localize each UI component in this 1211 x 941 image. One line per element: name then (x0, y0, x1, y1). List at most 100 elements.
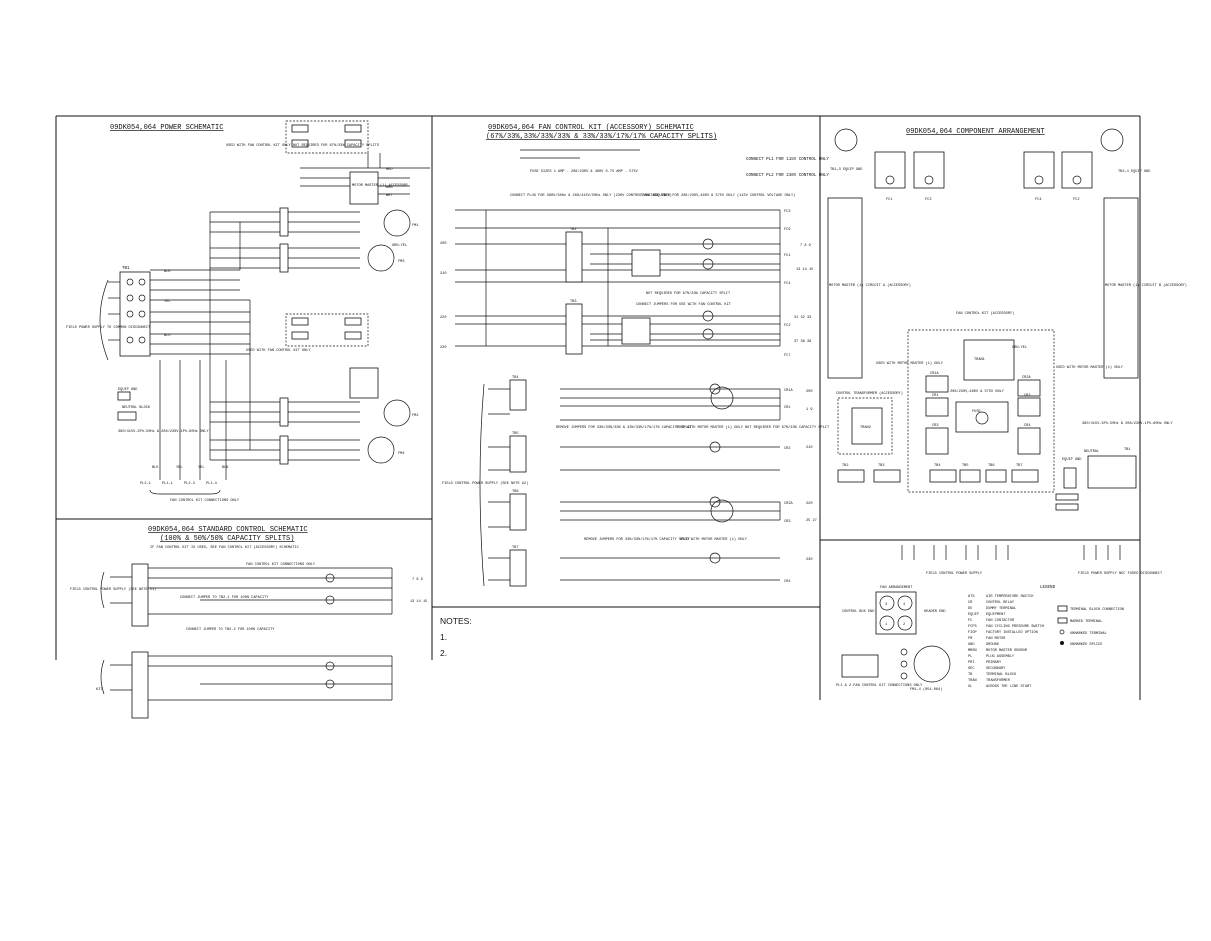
connect-pl1: CONNECT PL1 FOR 115V CONTROL ONLY (746, 158, 829, 162)
standard-kit: KIT (96, 688, 103, 692)
fan-num-2: 4 (903, 603, 905, 607)
cr-comp-4: CR2 (1024, 394, 1030, 398)
legend-sym-3: UNMARKED TERMINAL (1070, 632, 1107, 636)
power-connections-label: FAN CONTROL KIT CONNECTIONS ONLY (170, 499, 240, 503)
fc-label-2: FC9 (784, 228, 790, 232)
tb2-equip: TB2,4 EQUIP GND (1118, 170, 1150, 174)
fan-num-4: 2 (903, 623, 905, 627)
lower-num-1: 200 (806, 390, 812, 394)
tran1-note: TRAN1 REQUIRED FOR 208/230V,460V & 575V … (640, 193, 795, 198)
fan-kit-schematic: 09DK054,064 FAN CONTROL KIT (ACCESSORY) … (440, 124, 830, 587)
used-mm-a: USED WITH MOTOR MASTER (1) ONLY (876, 361, 944, 366)
fan-kit-tb7: TB7 (512, 546, 518, 550)
fan-num-3: 1 (885, 623, 887, 627)
power-schematic: 09DK054,064 POWER SCHEMATIC USED WITH FA… (66, 120, 430, 503)
fan-kit-tb3: TB3 (570, 300, 576, 304)
connect-plug-note: CONNECT PLUG FOR 380V/50Hz & 208/415V/50… (510, 193, 672, 198)
power-neutral: NEUTRAL BLOCK (122, 406, 151, 410)
notes-panel: NOTES: 1. 2. (440, 616, 810, 658)
legend-abbr-7: FM (968, 637, 972, 641)
fuse-sizes: FUSE SIZES 1 AMP - 208/230V & 460V 0.75 … (530, 169, 639, 174)
lower-num-3: 210 (806, 446, 812, 450)
connect-pl2: CONNECT PL2 FOR 230V CONTROL ONLY (746, 174, 829, 178)
wire-label-red: RED (386, 168, 392, 172)
standard-row-2: 13 14 15 (410, 600, 427, 604)
legend-def-3: EQUIPMENT (986, 613, 1006, 617)
legend-list: ATS AIR TEMPERATURE SWITCH CR CONTROL RE… (968, 595, 1044, 689)
legend-title: LEGEND (1040, 586, 1056, 590)
legend-abbr-11: PRI (968, 661, 974, 665)
tb-comp-6: TB7 (1016, 464, 1022, 468)
tb1-label: TB1 (122, 267, 130, 271)
connect-jumpers: CONNECT JUMPERS FOR USE WITH FAN CONTROL… (636, 303, 732, 307)
right-num-1: 7 8 9 (800, 244, 811, 248)
fc-comp-3: FC4 (1035, 198, 1041, 202)
cr-label-3: CR2 (784, 447, 790, 451)
notes-heading: NOTES: (440, 616, 472, 626)
tb-comp-1: TB2 (842, 464, 848, 468)
bottom-wire-3: YEL (198, 466, 204, 470)
used-mm-b: USED WITH MOTOR MASTER (1) ONLY (1056, 365, 1124, 370)
wire-label-grn-yel: GRN-YEL (392, 244, 407, 248)
ctrl-xfmr: CONTROL TRANSFORMER (ACCESSORY) (836, 391, 903, 396)
field-ctrl-comp: FIELD CONTROL POWER SUPPLY (926, 572, 983, 576)
cr-comp-3: CR1 (932, 394, 938, 398)
legend-abbr-3: EQUIP (968, 613, 979, 617)
cr-label-2: CR1 (784, 406, 790, 410)
tb1-equip: TB1,3 EQUIP GND (830, 168, 862, 172)
wire-label-blu: BLU (164, 334, 170, 338)
legend-def-15: ACROSS THE LINE START (986, 685, 1032, 689)
lower-num-5: 25 27 (806, 519, 817, 523)
fc-label-1: FC3 (784, 210, 790, 214)
legend-def-14: TRANSFORMER (986, 679, 1011, 683)
standard-jumper-2: CONNECT JUMPER TO TB2-2 FOR 100% CAPACIT… (186, 628, 275, 632)
component-arrangement: 09DK054,064 COMPONENT ARRANGEMENT FC1 FC… (827, 128, 1187, 692)
standard-row-1: 7 8 9 (412, 578, 423, 582)
note-item-2: 2. (440, 648, 448, 658)
left-num-3: 220 (440, 316, 446, 320)
fan-kit-title: 09DK054,064 FAN CONTROL KIT (ACCESSORY) … (488, 124, 694, 132)
legend-def-9: MOTOR MASTER SENSOR (986, 649, 1028, 653)
fan-kit-comp: FAN CONTROL KIT (ACCESSORY) (956, 311, 1014, 316)
cr-comp-5: CR3 (932, 424, 938, 428)
wire-label-yel: YEL (164, 300, 170, 304)
tb-comp-4: TB5 (962, 464, 968, 468)
legend-abbr-13: TB (968, 673, 973, 677)
standard-subtitle: (100% & 50%/50% CAPACITY SPLITS) (160, 535, 294, 543)
standard-fan-kit-only: FAN CONTROL KIT CONNECTIONS ONLY (246, 563, 316, 567)
standard-field: FIELD CONTROL POWER SUPPLY (SEE NOTE #1) (70, 587, 156, 592)
mm-b: MOTOR MASTER (1) CIRCUIT B (ACCESSORY) (1105, 283, 1187, 288)
volt-comp: 208/230V,460V & 575V ONLY (950, 389, 1005, 394)
not-required: NOT REQUIRED FOR 67%/33% CAPACITY SPLIT (646, 291, 731, 296)
cr-comp-1: CR1A (930, 372, 939, 376)
fc-label-6: FC7 (784, 354, 790, 358)
left-num-2: 210 (440, 272, 446, 276)
plug-3: PL2-3 (184, 482, 195, 486)
fc-comp-1: FC1 (886, 198, 892, 202)
fan-arr: FAN ARRANGEMENT (880, 586, 913, 590)
control-box-end: CONTROL BOX END (842, 610, 874, 614)
tran2-comp: TRAN2 (860, 426, 871, 430)
fc-label-3: FC1 (784, 254, 790, 258)
frame (55, 115, 1141, 720)
bottom-wire-2: YEL (176, 466, 182, 470)
fan-label-2: FM3 (398, 260, 404, 264)
legend-abbr-6: FIOP (968, 631, 977, 635)
legend-def-13: TERMINAL BLOCK (986, 673, 1017, 677)
legend-def-0: AIR TEMPERATURE SWITCH (986, 595, 1033, 599)
fan-label-1: FM1 (412, 224, 418, 228)
legend-abbr-12: SEC (968, 667, 974, 671)
remove-jumpers: REMOVE JUMPERS FOR 33%/33%/33% & 33%/33%… (556, 425, 693, 430)
legend-def-2: DUMMY TERMINAL (986, 607, 1016, 611)
tb-comp-5: TB6 (988, 464, 994, 468)
fm-comp: FM1-4 (054-064) (910, 687, 942, 692)
fc-label-4: FC4 (784, 282, 790, 286)
tran1-comp: TRAN1 (974, 358, 985, 362)
right-num-4: 37 38 39 (794, 340, 811, 344)
left-num-4: 230 (440, 346, 446, 350)
fan-kit-tb5: TB5 (512, 432, 518, 436)
power-field-supply: FIELD POWER SUPPLY TO COMMON DISCONNECT (66, 326, 151, 330)
legend-abbr-0: ATS (968, 595, 974, 599)
